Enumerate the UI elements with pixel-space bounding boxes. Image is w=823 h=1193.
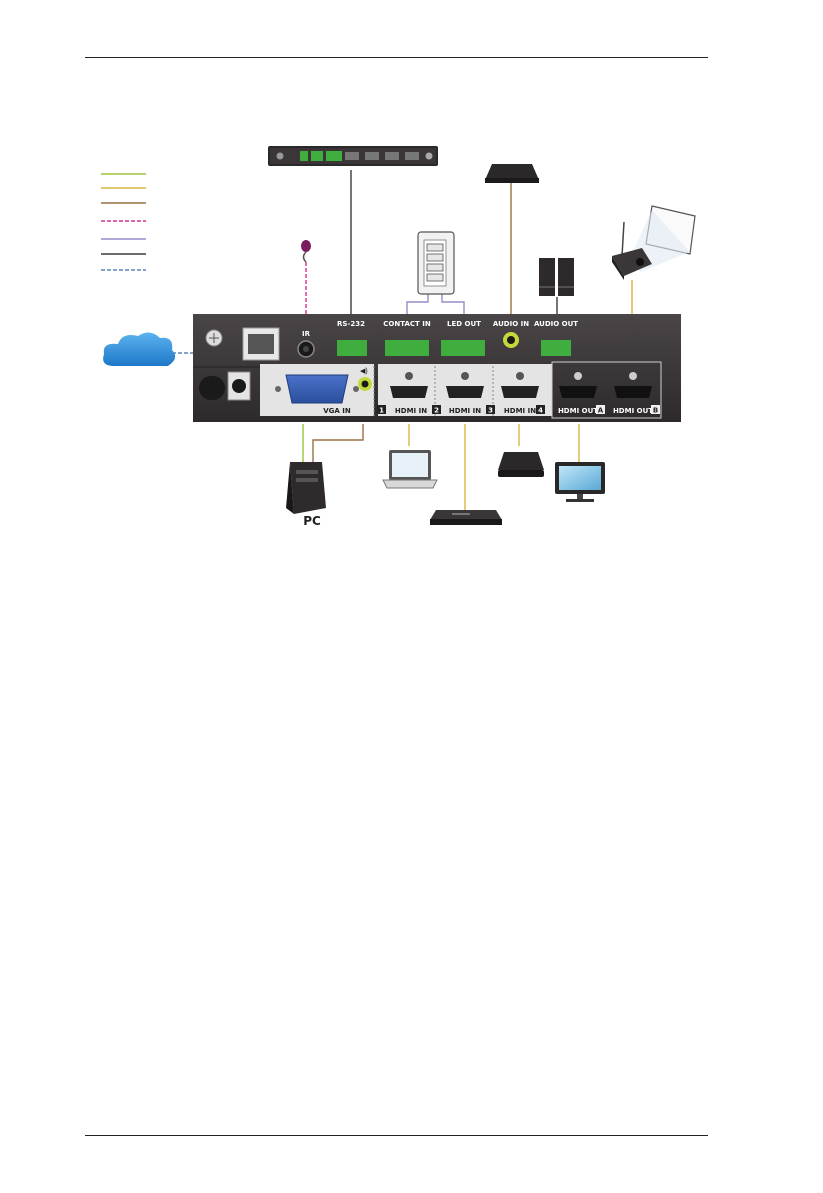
audio-out-label: AUDIO OUT: [534, 320, 578, 328]
ir-label: IR: [302, 330, 311, 338]
pc-tower: PC: [286, 462, 326, 528]
port-letter-b: B: [653, 407, 658, 415]
audio-in-label: AUDIO IN: [493, 320, 529, 328]
pc-audio-cable: [313, 424, 363, 462]
legend: [101, 174, 146, 270]
rs232-label: RS-232: [337, 320, 365, 328]
speakers: [539, 258, 574, 296]
control-system-device: [268, 146, 438, 166]
media-box: [498, 452, 544, 477]
hdmi-out-b-label: HDMI OUT: [613, 407, 653, 415]
laptop: [383, 450, 437, 488]
network-cloud: [103, 332, 175, 366]
hdmi-out-a-label: HDMI OUT: [558, 407, 598, 415]
vga-in-label: VGA IN: [323, 407, 351, 415]
ir-receiver: [301, 240, 311, 262]
wall-keypad: [418, 232, 454, 294]
port-number-2: 2: [434, 407, 439, 415]
footer-rule: [85, 1135, 708, 1136]
hdmi-in-2-label: HDMI IN: [395, 407, 427, 415]
led-out-label: LED OUT: [447, 320, 481, 328]
port-number-1: 1: [379, 407, 384, 415]
hdmi-in-4-label: HDMI IN: [504, 407, 536, 415]
contact-in-label: CONTACT IN: [383, 320, 431, 328]
connection-diagram: ◀) IR RS-232 CONTACT IN LED OUT AUDIO IN…: [0, 0, 823, 560]
audio-source-box: [485, 164, 539, 183]
tv-monitor: [555, 462, 605, 502]
port-number-3: 3: [488, 407, 493, 415]
svg-text:◀): ◀): [360, 368, 368, 375]
port-number-4: 4: [538, 407, 543, 415]
projector-with-screen: [612, 206, 695, 280]
dvd-player: [430, 510, 502, 525]
port-letter-a: A: [598, 407, 604, 415]
pc-label: PC: [303, 514, 321, 528]
hdmi-in-3-label: HDMI IN: [449, 407, 481, 415]
